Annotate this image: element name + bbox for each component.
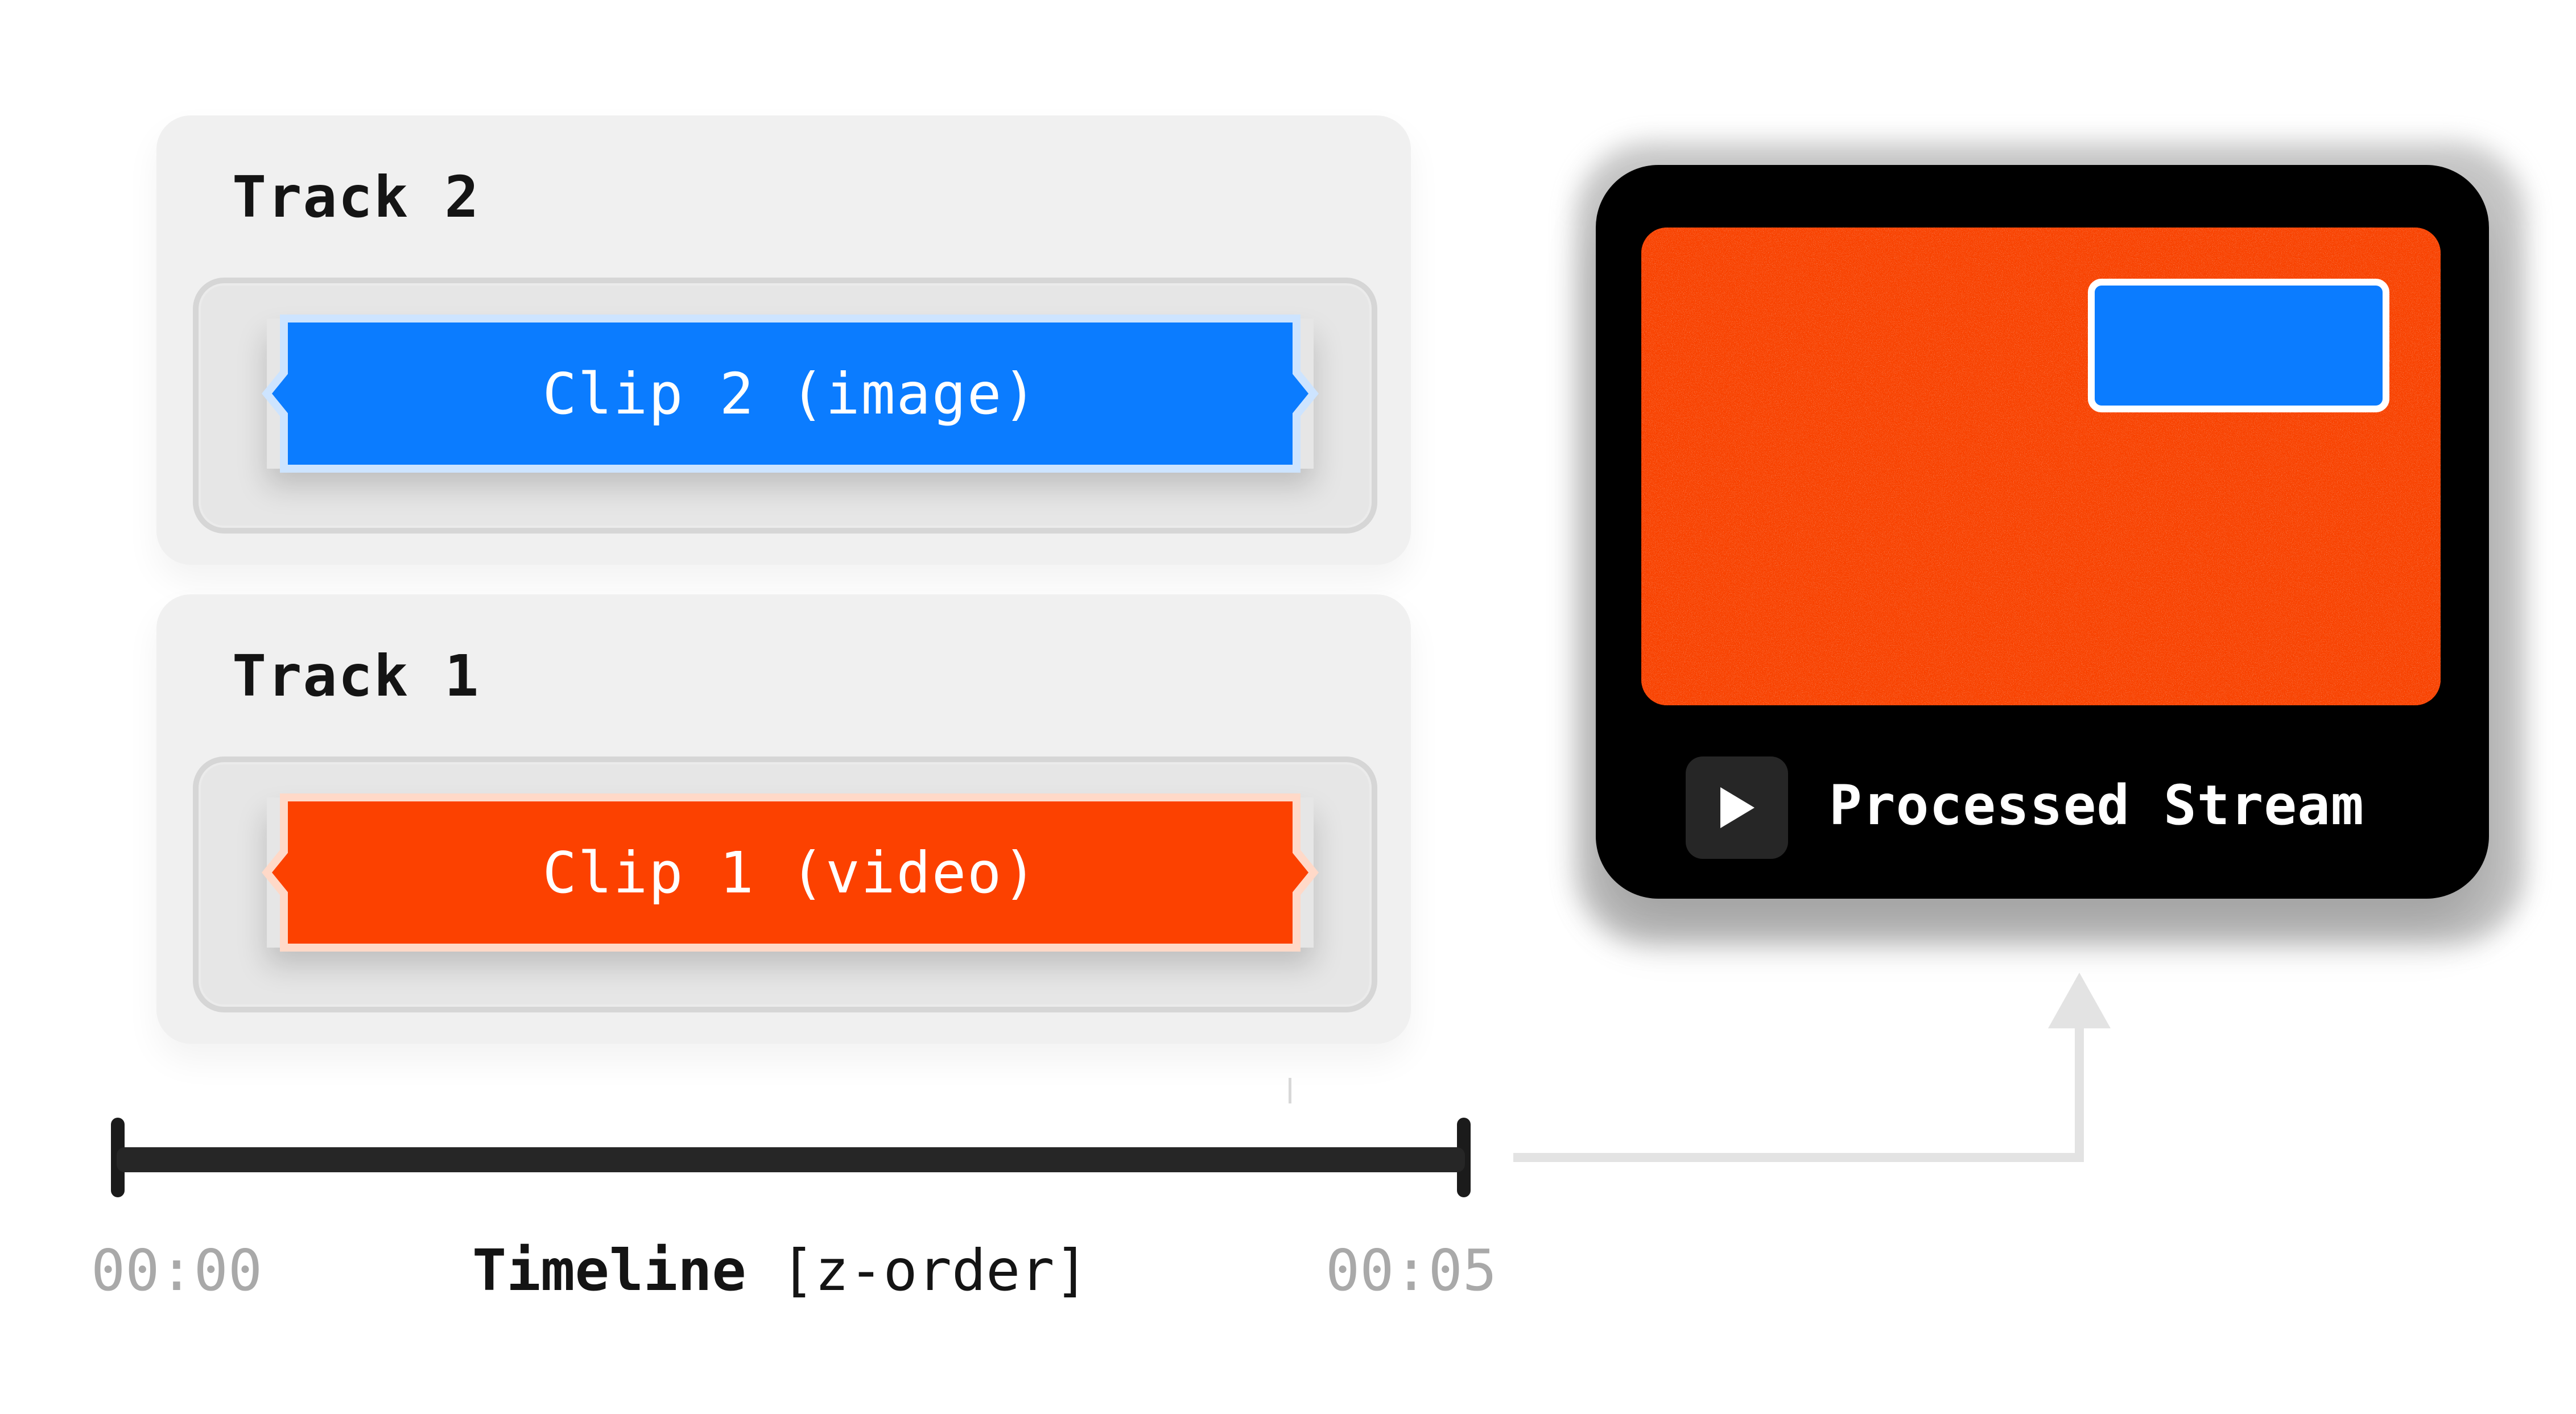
clip-2-shape — [261, 315, 1319, 473]
timeline-title: Timeline [z-order] — [472, 1237, 1089, 1304]
connector-arrow — [1513, 973, 2111, 1162]
track-1-card: Track 1 Clip 1 (video) — [156, 594, 1411, 1044]
clip-2-label: Clip 2 (image) — [542, 360, 1038, 427]
timeline-bar — [111, 1118, 1471, 1197]
clip-1-shape — [261, 793, 1319, 952]
track-2-card: Track 2 Clip 2 (image) — [156, 115, 1411, 565]
timeline-title-bold: Timeline — [472, 1237, 746, 1304]
track-1-clip-slot: Clip 1 (video) — [193, 756, 1377, 1012]
player-label: Processed Stream — [1829, 774, 2364, 837]
track-1-label: Track 1 — [232, 643, 480, 709]
timeline-start-time: 00:00 — [91, 1237, 263, 1304]
processed-stream-player: Processed Stream — [1596, 165, 2489, 899]
clip-1-label: Clip 1 (video) — [542, 839, 1038, 906]
play-icon — [1720, 787, 1755, 828]
timeline-end-time: 00:05 — [1326, 1237, 1497, 1304]
track-2-label: Track 2 — [232, 164, 480, 230]
image-overlay — [2088, 279, 2389, 412]
player-screen — [1641, 228, 2441, 705]
track-2-clip-slot: Clip 2 (image) — [193, 278, 1377, 534]
timeline-title-suffix: [z-order] — [780, 1237, 1089, 1304]
play-button[interactable] — [1686, 756, 1788, 859]
clip-1[interactable]: Clip 1 (video) — [261, 793, 1319, 952]
timeline-tick — [1289, 1078, 1291, 1103]
clip-2[interactable]: Clip 2 (image) — [261, 315, 1319, 473]
